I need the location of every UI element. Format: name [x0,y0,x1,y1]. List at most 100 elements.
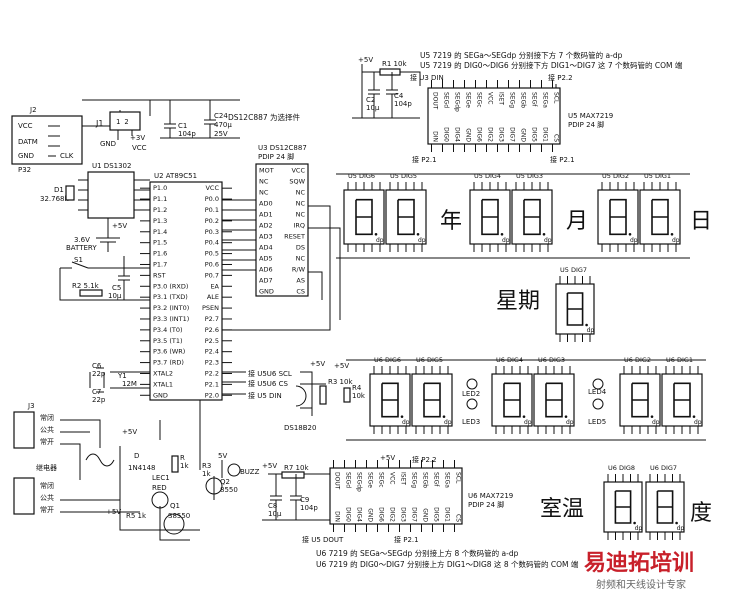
seven-seg-display: U6 DIG6DPY3dp [369,356,411,434]
u2-pin-right: P0.7 [205,271,219,279]
j2-connector [11,115,83,165]
u5-p21-label: 接 P2.1 [550,155,575,164]
wire-u6-caps [262,473,330,521]
c24-value: 470μ [214,121,232,129]
r4-label: R4 [352,384,362,392]
u2-pin-left: P3.6 (WR) [153,348,185,356]
j2-datm: DATM [18,138,38,146]
u3-pin-right: DS [296,243,305,251]
q1-transistor [163,513,185,535]
decimal-point [500,232,504,236]
d2-label: D [134,452,139,460]
seven-seg-display: U6 DIG2DPY3dp [619,356,661,434]
u6-pin-dig0: DIG0 [345,507,352,522]
u3-pkg: PDIP 24 脚 [258,152,294,161]
digit-segments [523,198,541,236]
decimal-point [542,232,546,236]
j1-connector [109,111,141,131]
wire-buzzer [199,400,223,500]
u3-pin-left: AD3 [259,232,273,240]
to-din-label: 接 U5 DIN [248,391,282,400]
u1-left-leads [78,179,88,211]
u2-pin-right: P0.2 [205,217,219,225]
u5-pin-dig3: DIG3 [498,127,505,142]
u2-pin-left: P1.3 [153,217,167,225]
buzz-5v: 5V [218,452,227,460]
u5-max7219-chip: U5 MAX7219 PDIP 24 脚 [427,87,613,145]
u6-pin-segd: SEGd [345,472,352,488]
seven-seg-display: U5 DIG5DPY3dp [385,172,427,252]
u3-ds12c887-chip: U3 DS12C887 PDIP 24 脚 [255,144,309,297]
note-u5-dig: U5 7219 的 DIG0～DIG6 分别接下方 DIG1～DIG7 这 7 … [420,60,683,70]
u6-pin-segg: SEGg [411,472,418,488]
c5-label: C5 [112,284,121,292]
u2-pin-left: P3.3 (INT1) [153,315,189,323]
caption-degree: 度 [690,501,712,526]
j1-p3v: +3V [130,134,145,142]
bus-p0-ad [222,199,256,271]
u3-pin-right: RESET [284,232,305,240]
u2-pin-left: P1.5 [153,239,167,247]
u5-p22-label: 接 P2.2 [548,73,573,82]
digit-segments [656,490,674,524]
u3-pin-left: NC [259,177,269,185]
relay-label: 继电器 [36,463,57,472]
seven-seg-display: U6 DIG3DPY3dp [533,356,575,434]
u2-pin-left: P1.7 [153,260,167,268]
j2-gnd: GND [18,152,34,160]
decimal-point [416,232,420,236]
seven-seg-display: U6 DIG8DPY3dp [603,464,643,540]
decimal-point [400,415,404,418]
seven-seg-display: U6 DIG7DPY3dp [645,464,685,540]
u2-pin-left: P3.4 (T0) [153,326,183,334]
dp-label: dp [566,419,574,426]
note-u6-dig: U6 7219 的 DIG0～DIG7 分别接上方 DIG1～DIG8 这 8 … [316,559,579,569]
u2-pin-right: P2.2 [205,369,219,377]
led4-label: LED4 [588,388,607,396]
j1-label: J1 [95,119,103,128]
u6-pin-dig7: DIG7 [411,507,418,522]
u2-pin-right: P0.5 [205,250,219,258]
display-owner-digit: U5 DIG6 [348,172,375,180]
u2-pin-left: P1.1 [153,195,167,203]
u6-pin-segc: SEGc [378,472,385,488]
u2-pin-right: VCC [205,184,219,192]
caption-month: 月 [566,209,588,234]
q2-label: Q2 [220,478,230,486]
u2-pin-left: P1.6 [153,250,167,258]
decimal-point [650,415,654,418]
u6-pin-dig3: DIG3 [400,507,407,522]
u5-din-label: 接 U3 DIN [410,73,444,82]
u6-pin-vcc: VCC [389,472,396,484]
u3-pin-right: IRQ [293,221,305,229]
u3-pin-right: VCC [291,166,305,174]
j3-top-connector [13,411,35,449]
u5-pin-dig0: DIG0 [443,127,450,142]
u2-at89c51-chip: U2 AT89C51 [149,172,223,401]
u3-pin-right: NC [296,199,306,207]
u6-pin-scl: SCL [455,472,462,484]
note-u5-seg: U5 7219 的 SEGa～SEGdp 分别接下方 7 个数码管的 a-dp [420,50,623,60]
lec1-color: RED [152,484,167,492]
dp-label: dp [630,237,638,244]
u3-pin-right: NC [296,188,306,196]
dp-label: dp [444,419,452,426]
seven-seg-display: U5 DIG7DPY3dp [555,266,595,342]
led3-indicator [466,398,478,410]
u3-pin-right: NC [296,254,306,262]
display-owner-digit: U6 DIG7 [650,464,677,472]
decimal-point [692,415,696,418]
c1-value: 104p [178,130,196,138]
display-owner-digit: U5 DIG7 [560,266,587,274]
decimal-point [633,521,636,525]
u5-pin-vcc: VCC [487,92,494,104]
r4-vcc: +5V [334,362,349,370]
wire-crystal [89,367,150,393]
u5-pin-dout: DOUT [432,92,439,110]
u1-body [87,171,135,219]
lec1-led [151,491,169,509]
u6-pin-segf: SEGf [433,472,440,487]
y1-label: Y1 [117,372,127,380]
